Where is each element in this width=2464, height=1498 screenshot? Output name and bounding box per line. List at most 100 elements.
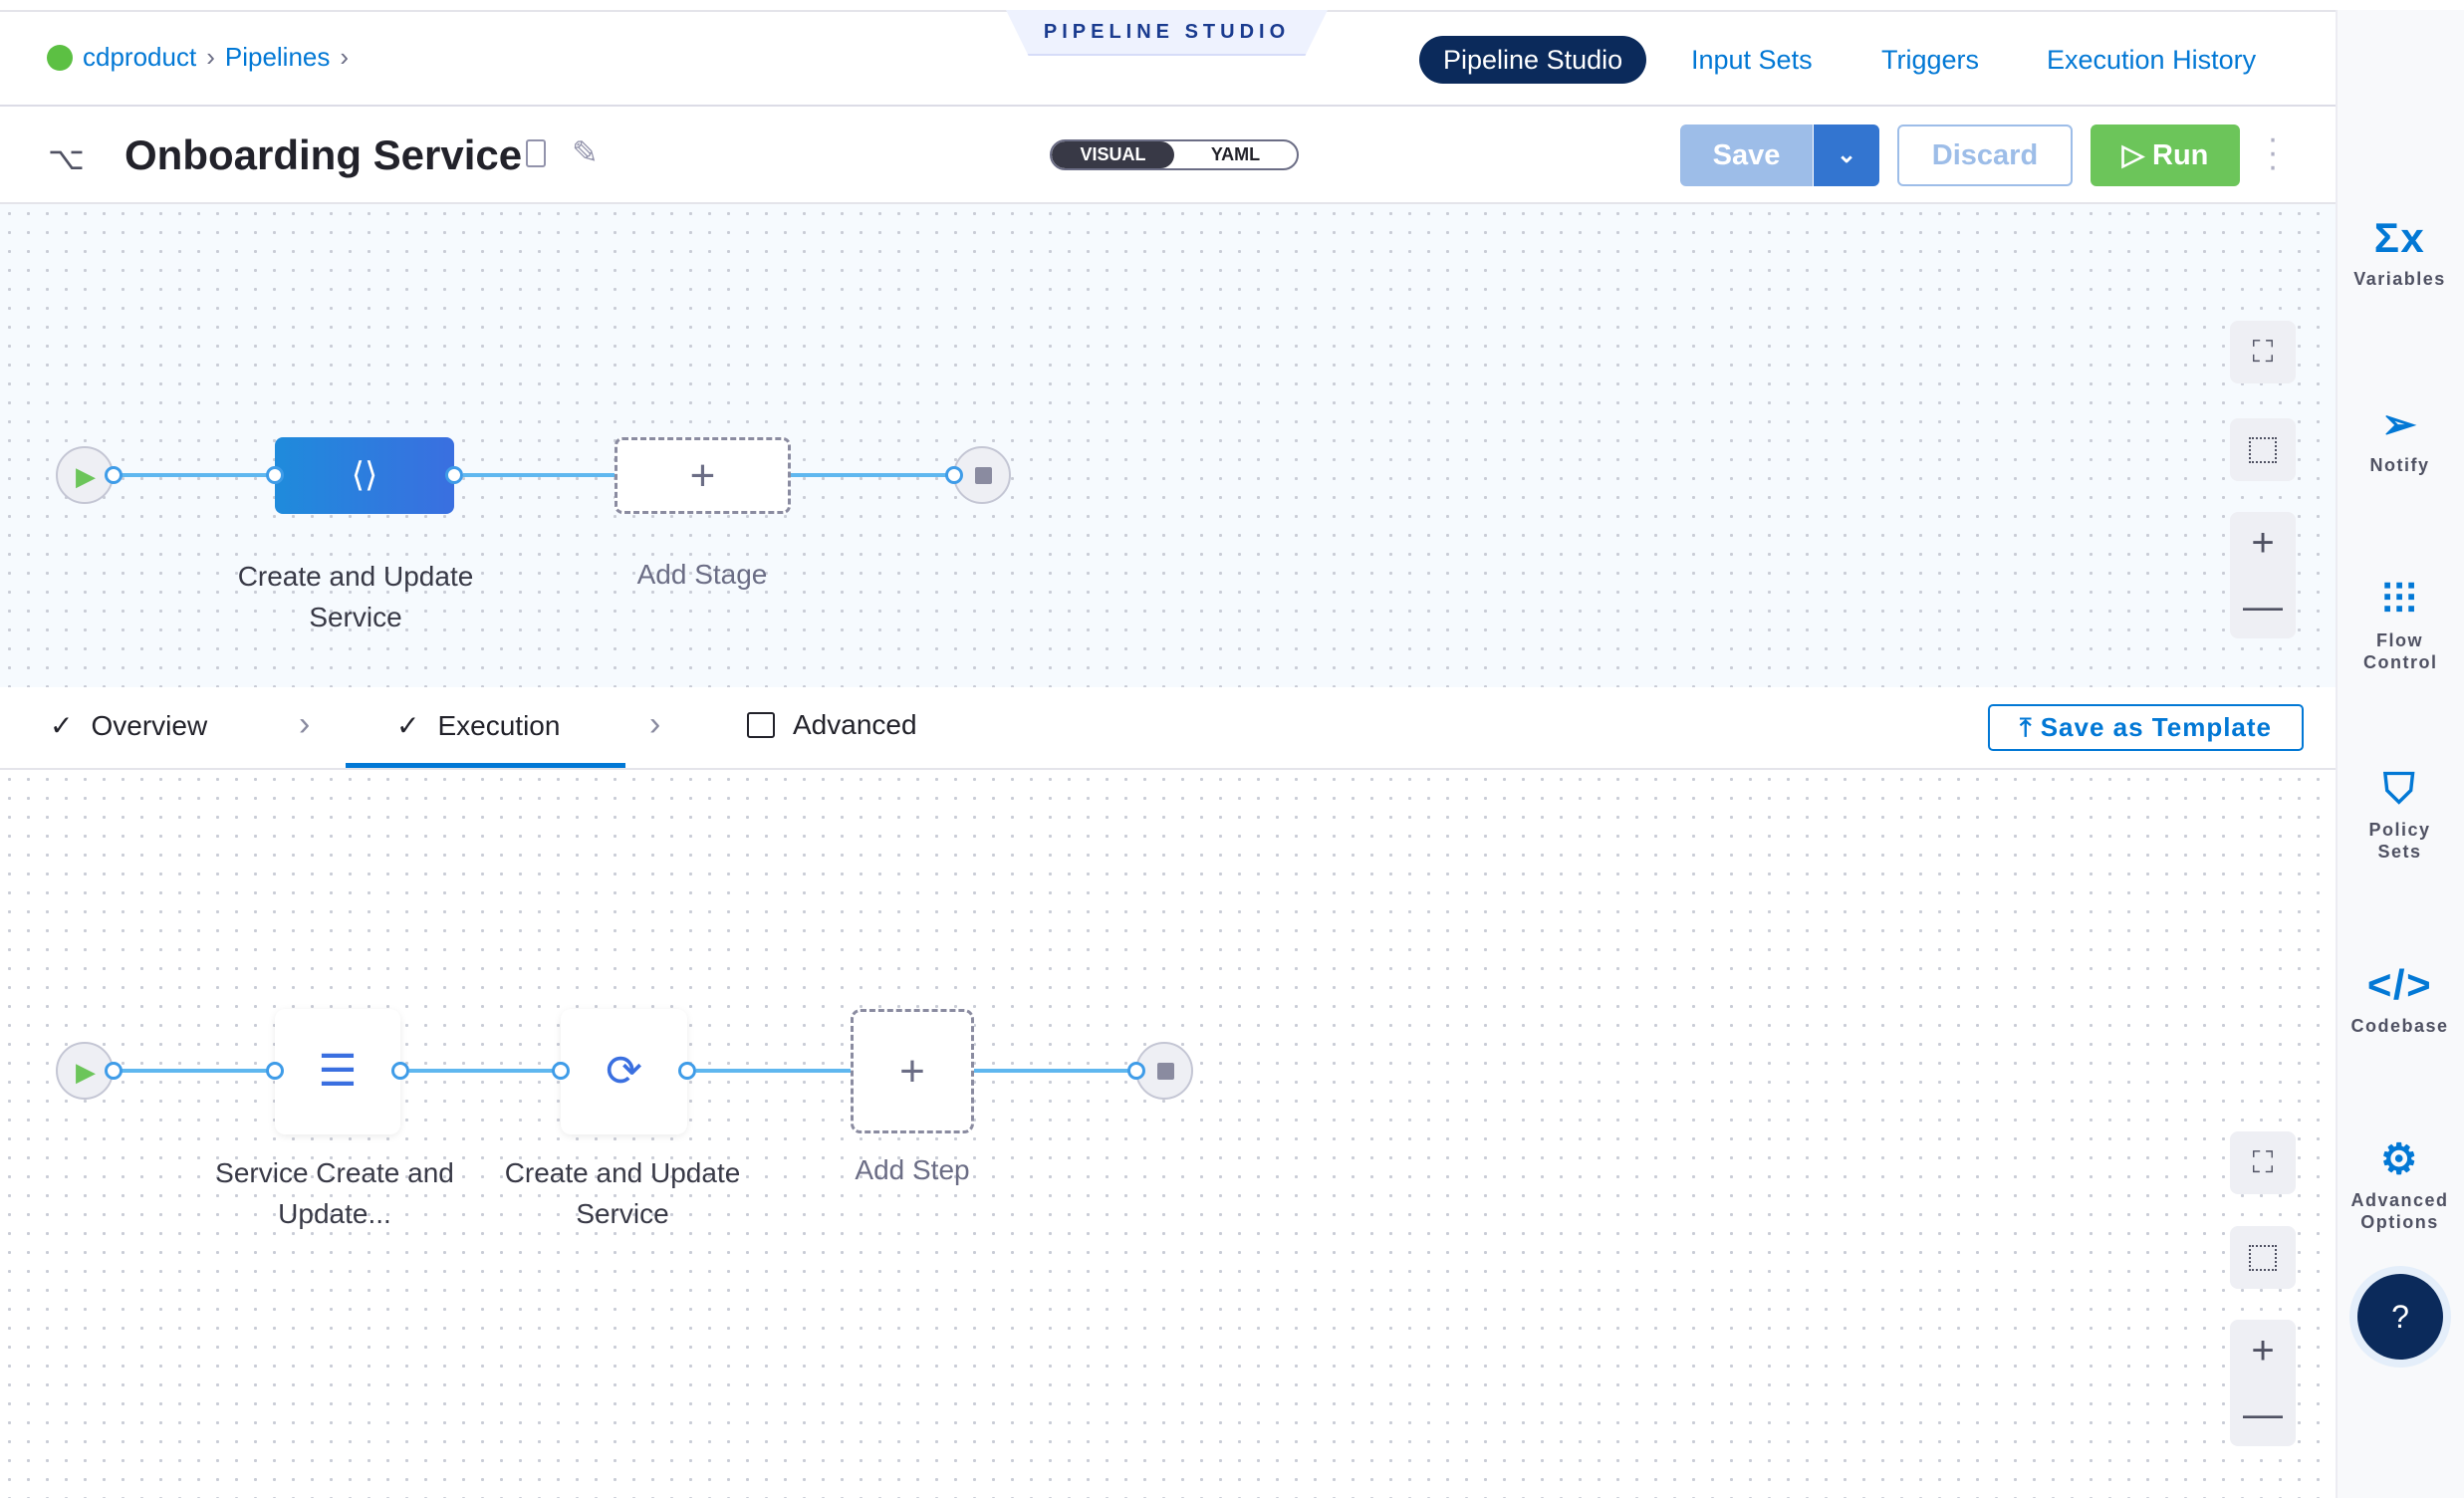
play-icon: ▶ [76, 1057, 96, 1087]
zoom-controls: +— [2230, 512, 2296, 638]
stop-icon [1157, 1063, 1174, 1080]
tab-input-sets[interactable]: Input Sets [1691, 45, 1813, 75]
fit-to-screen-button[interactable]: ⛶ [2230, 1131, 2296, 1194]
sidebar-label: Policy Sets [2368, 820, 2431, 862]
check-icon: ✓ [396, 710, 420, 741]
expand-icon: ⛶ [2252, 335, 2274, 369]
save-as-template-label: Save as Template [2040, 712, 2273, 742]
port [266, 466, 284, 484]
play-circle-icon: ▷ [2121, 139, 2144, 171]
sidebar-label: Notify [2369, 455, 2430, 475]
step-label: Create and Update Service [504, 1157, 741, 1229]
stage-tabs [0, 687, 2336, 770]
connector [696, 1069, 851, 1073]
more-options-icon[interactable]: ··· [2267, 120, 2279, 185]
select-area-button[interactable] [2230, 1226, 2296, 1289]
add-stage-button[interactable]: + [615, 437, 791, 514]
tab-execution[interactable]: ✓ Execution [396, 709, 560, 742]
plus-icon: + [689, 451, 716, 500]
connector [463, 473, 615, 477]
breadcrumb-project[interactable]: cdproduct [83, 42, 197, 72]
tab-advanced[interactable]: Advanced [747, 709, 917, 741]
port [391, 1062, 409, 1080]
sidebar-label: Advanced Options [2350, 1190, 2449, 1232]
add-step-button[interactable]: + [851, 1009, 974, 1133]
connector [791, 473, 954, 477]
port [105, 1062, 123, 1080]
run-button[interactable]: ▷ Run [2091, 125, 2240, 186]
stage-canvas[interactable] [0, 204, 2336, 687]
tab-triggers[interactable]: Triggers [1881, 45, 1980, 75]
help-chat-button[interactable]: ? [2357, 1274, 2443, 1360]
tab-execution-label: Execution [437, 709, 561, 741]
marquee-icon [2249, 1244, 2277, 1271]
tab-execution-history[interactable]: Execution History [2047, 45, 2257, 75]
save-options-chevron-icon[interactable]: ⌄ [1814, 125, 1879, 186]
breadcrumb: cdproduct › Pipelines › [47, 42, 349, 73]
select-area-button[interactable] [2230, 418, 2296, 481]
page-title: Onboarding Service [124, 131, 523, 178]
chevron-right-icon: › [206, 42, 215, 72]
port [552, 1062, 570, 1080]
port [678, 1062, 696, 1080]
deploy-stage-icon: ⟨⟩ [351, 456, 378, 494]
sidebar-item-flow-control[interactable]: ⫶⫶⫶Flow Control [2336, 576, 2464, 673]
port [1127, 1062, 1145, 1080]
visual-mode[interactable]: VISUAL [1052, 141, 1174, 168]
expand-icon: ⛶ [2252, 1145, 2274, 1179]
paper-plane-icon: ➢ [2381, 400, 2418, 447]
marquee-icon [2249, 436, 2277, 463]
sidebar-item-codebase[interactable]: </>Codebase [2336, 961, 2464, 1037]
sigma-x-icon: Σx [2373, 214, 2426, 261]
zoom-out-icon[interactable]: — [2243, 584, 2283, 628]
stop-icon [975, 467, 992, 484]
sliders-icon: ⫶⫶⫶ [2381, 576, 2418, 623]
tab-advanced-label: Advanced [793, 709, 917, 740]
connector [409, 1069, 561, 1073]
port [445, 466, 463, 484]
view-mode-toggle[interactable]: VISUAL YAML [1050, 139, 1299, 170]
stage-node[interactable]: ⟨⟩ [275, 437, 454, 514]
connector [974, 1069, 1136, 1073]
tab-overview[interactable]: ✓ Overview [50, 709, 207, 742]
connector [114, 473, 275, 477]
play-icon: ▶ [76, 461, 96, 491]
tab-overview-label: Overview [91, 709, 208, 741]
advanced-options-icon: ⚙ [2379, 1135, 2420, 1182]
save-as-template-button[interactable]: ⤒ Save as Template [1988, 704, 2304, 751]
chevron-right-icon: › [340, 42, 350, 72]
fit-to-screen-button[interactable]: ⛶ [2230, 321, 2296, 383]
yaml-mode[interactable]: YAML [1210, 144, 1261, 164]
check-icon: ✓ [50, 710, 74, 741]
description-icon[interactable] [526, 139, 546, 167]
port [105, 466, 123, 484]
chevron-right-icon: › [649, 705, 661, 743]
sidebar-item-notify[interactable]: ➢ Notify [2336, 400, 2464, 476]
step-node-create-update[interactable]: ⟳ [561, 1009, 687, 1134]
advanced-settings-icon [747, 712, 775, 738]
chevron-right-icon: › [299, 705, 311, 743]
step-node-service-create[interactable]: ☰ [275, 1009, 400, 1134]
terraform-document-icon: ☰ [318, 1047, 358, 1096]
pipeline-studio-banner: PIPELINE STUDIO [1006, 10, 1328, 56]
save-button[interactable]: Save [1680, 125, 1813, 186]
port [945, 466, 963, 484]
zoom-controls: +— [2230, 1320, 2296, 1446]
connector [114, 1069, 275, 1073]
zoom-in-icon[interactable]: + [2251, 1329, 2275, 1373]
chat-question-icon: ? [2391, 1299, 2409, 1335]
plus-icon: + [899, 1047, 925, 1096]
tab-pipeline-studio[interactable]: Pipeline Studio [1419, 36, 1647, 84]
breadcrumb-pipelines[interactable]: Pipelines [224, 42, 331, 72]
sidebar-item-policy-sets[interactable]: ⛉ Policy Sets [2336, 765, 2464, 863]
active-tab-underline [346, 763, 625, 768]
sidebar-item-advanced-options[interactable]: ⚙ Advanced Options [2336, 1135, 2464, 1233]
discard-button[interactable]: Discard [1897, 125, 2073, 186]
edit-icon[interactable]: ✎ [572, 134, 599, 170]
shield-check-icon: ⛉ [2382, 765, 2416, 812]
zoom-in-icon[interactable]: + [2251, 521, 2275, 566]
port [266, 1062, 284, 1080]
pipeline-icon: ⌥ [48, 140, 85, 176]
zoom-out-icon[interactable]: — [2243, 1391, 2283, 1436]
